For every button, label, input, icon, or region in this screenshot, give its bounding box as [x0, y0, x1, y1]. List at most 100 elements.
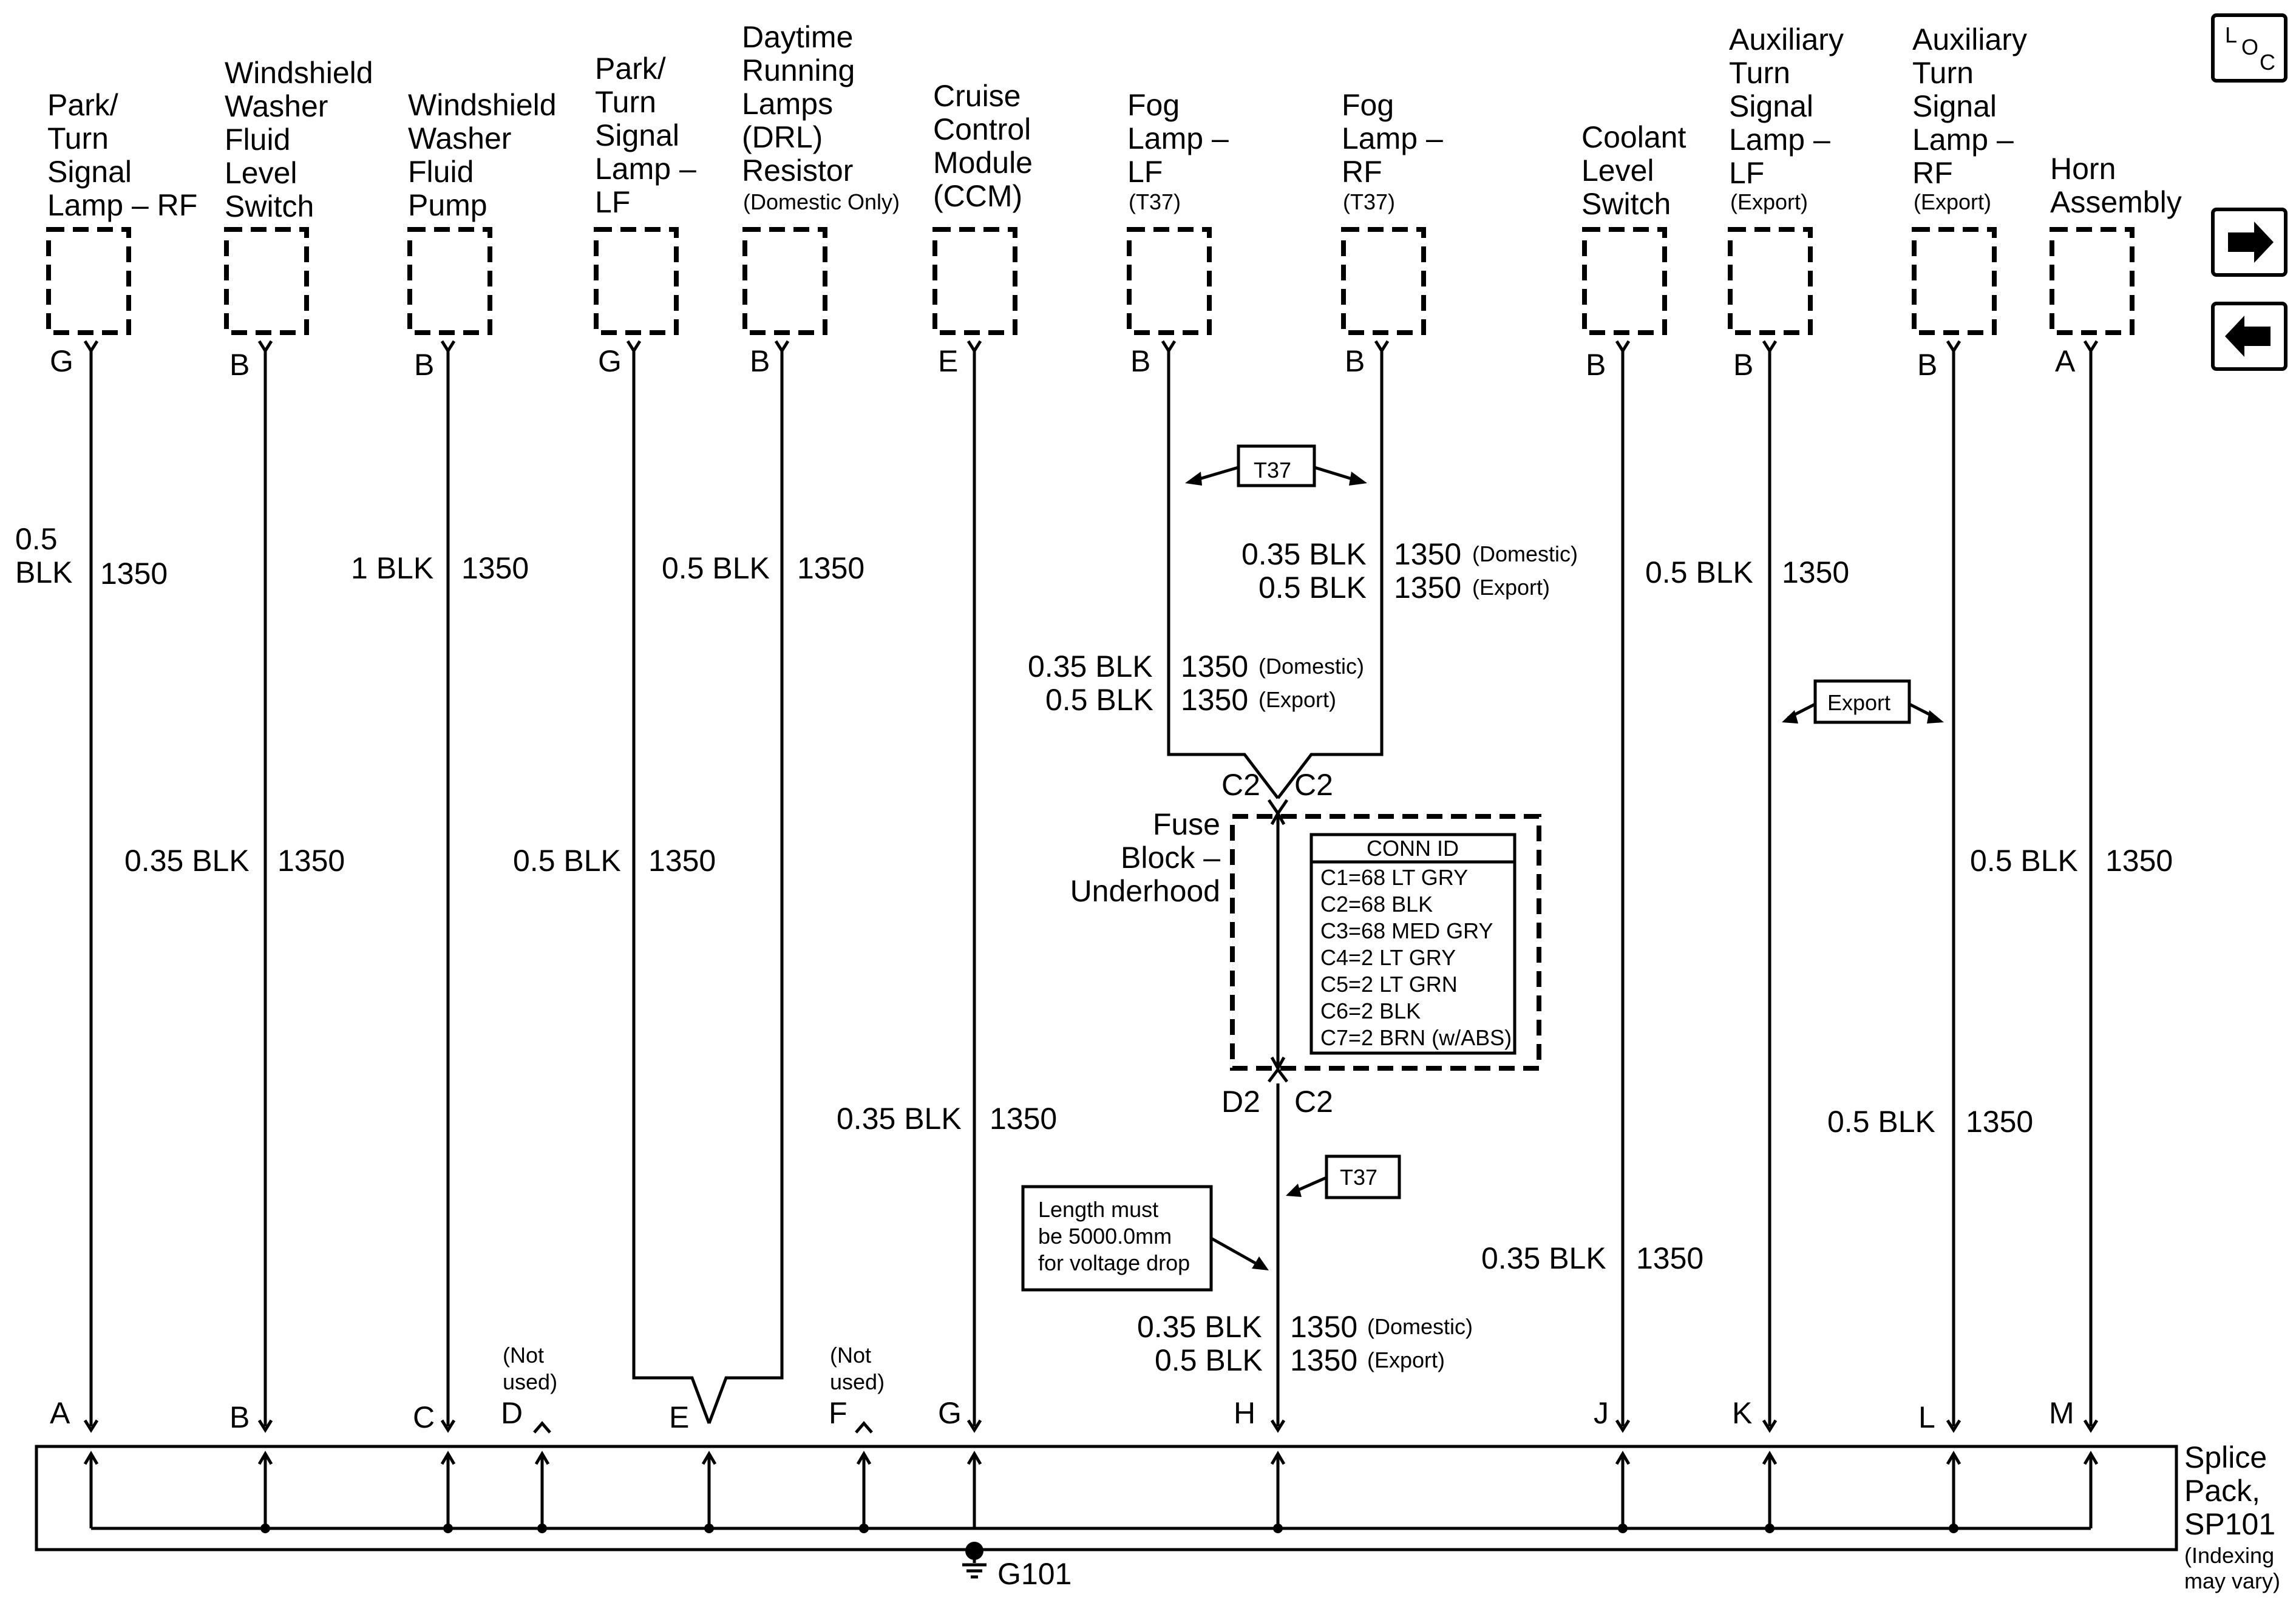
fuse-pin-bottom-left: D2	[1221, 1085, 1260, 1119]
splice-pin: H	[1234, 1396, 1255, 1430]
wire-size-color: 0.5 BLK	[513, 844, 621, 878]
location-button-frame[interactable]	[2211, 13, 2288, 83]
component-pin: B	[1345, 344, 1365, 378]
arrowhead	[1782, 710, 1798, 724]
component-box	[46, 227, 131, 335]
export-option: Export	[1782, 679, 1944, 724]
arrowhead	[1270, 1056, 1286, 1070]
component-pin: G	[598, 344, 622, 378]
option-tag-box	[1237, 444, 1316, 487]
wire-circuit: 1350	[461, 551, 529, 585]
component-pin: B	[414, 348, 434, 382]
wire-labels-mid: 0.35 BLK 1350 0.5 BLK 1350 0.35 BLK 1350…	[124, 844, 2173, 1275]
wire-circuit: 1350	[1782, 555, 1849, 589]
fuse-pin-top-left: C2	[1221, 768, 1260, 802]
splice-pin: D	[501, 1396, 523, 1430]
component-box	[2050, 227, 2135, 335]
wire-size-color: 0.35 BLK	[124, 844, 250, 878]
wire-size-color: 0.35 BLK	[1241, 537, 1367, 571]
splice-pack-box	[35, 1445, 2178, 1551]
component-box	[1127, 227, 1212, 335]
wire-circuit: 1350	[1181, 649, 1248, 683]
prev-page-button[interactable]	[2211, 302, 2288, 371]
arrowhead	[1286, 1184, 1302, 1197]
unused-pin-mark	[533, 1421, 551, 1434]
wire-size-color: 0.35 BLK	[1481, 1241, 1606, 1275]
wire-size-color: 0.5 BLK	[1045, 683, 1153, 717]
conn-id-title: CONN ID	[1367, 836, 1459, 861]
splice-pin: C	[413, 1400, 435, 1434]
connector-mark	[1267, 799, 1289, 816]
arrowhead	[1927, 710, 1944, 724]
wire-circuit: 1350	[648, 844, 716, 878]
location-button[interactable]: L O C	[2211, 13, 2288, 83]
conn-id-list: C1=68 LT GRY C2=68 BLK C3=68 MED GRY C4=…	[1320, 865, 1512, 1050]
top-connectors	[83, 340, 2099, 354]
loc-letter-c: C	[2260, 50, 2275, 75]
splice-taps	[83, 1451, 2099, 1528]
component-box	[742, 227, 827, 335]
component-pin: B	[750, 344, 770, 378]
component-sublabel-aux-lf: (Export)	[1730, 189, 1808, 214]
wire-e-right	[707, 351, 784, 1424]
fuse-pin-top-right: C2	[1294, 768, 1333, 802]
component-pin: G	[50, 344, 73, 378]
wire-circuit: 1350	[1290, 1310, 1357, 1344]
loc-letter-o: O	[2241, 35, 2258, 59]
wire-circuit: 1350	[2105, 844, 2173, 878]
component-box	[594, 227, 679, 335]
splice-junction-dots	[260, 1524, 1958, 1533]
wire-size-color: 0.5 BLK	[1258, 571, 1367, 605]
wire-circuit: 1350	[277, 844, 345, 878]
component-pin: B	[1733, 348, 1753, 382]
fuse-pin-bottom-right: C2	[1294, 1085, 1333, 1119]
conn-id-row: C7=2 BRN (w/ABS)	[1320, 1025, 1512, 1050]
conn-id-row: C1=68 LT GRY	[1320, 865, 1468, 890]
wire-size-color: 0.35 BLK	[1028, 649, 1153, 683]
next-page-button[interactable]	[2211, 208, 2288, 277]
component-sublabel-drl: (Domestic Only)	[743, 189, 900, 214]
arrowhead	[1349, 472, 1367, 486]
wire-note: (Domestic)	[1258, 654, 1364, 679]
connector-mark	[1268, 1066, 1288, 1083]
wire-circuit: 1350	[1636, 1241, 1703, 1275]
wire-circuit: 1350	[1394, 537, 1461, 571]
wire-fog-rf	[1277, 351, 1384, 799]
note-arrow	[1210, 1236, 1261, 1267]
arrowhead	[1252, 1256, 1269, 1270]
component-pin: B	[229, 348, 250, 382]
wire-note: (Domestic)	[1367, 1314, 1473, 1339]
ground-label: G101	[997, 1557, 1072, 1591]
splice-pin: E	[669, 1400, 689, 1434]
component-pin: B	[1917, 348, 1937, 382]
ground-icon	[962, 1563, 987, 1579]
arrowhead	[1270, 812, 1286, 825]
wire-size-color: 0.5 BLK	[1827, 1105, 1935, 1139]
fog-lamp-wiring: T37 0.35 BLK 1350 (Domestic) 0.5 BLK 135…	[1028, 444, 1578, 717]
component-box	[1728, 227, 1813, 335]
wire-circuit: 1350	[100, 557, 168, 591]
component-box	[1582, 227, 1667, 335]
fuse-block-box	[1230, 814, 1541, 1071]
splice-pin: G	[938, 1396, 962, 1430]
wire-size-color: 0.35 BLK	[1137, 1310, 1262, 1344]
conn-id-row: C2=68 BLK	[1320, 892, 1433, 917]
wire-size-color: 1 BLK	[351, 551, 433, 585]
component-pins: G B B G B E B B B B B A	[50, 344, 2076, 382]
option-tag: T37	[1340, 1165, 1377, 1190]
arrow-left-icon	[2225, 316, 2271, 357]
wire-size-color: 0.5 BLK	[662, 551, 770, 585]
